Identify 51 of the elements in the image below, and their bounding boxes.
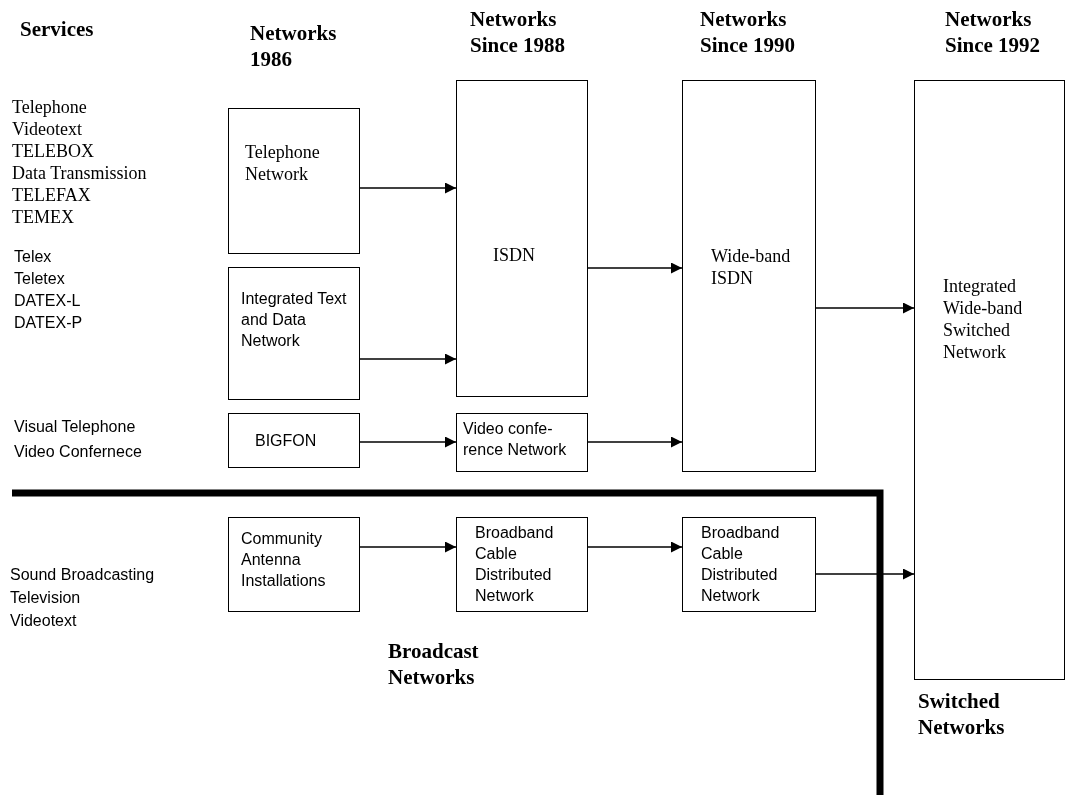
box-label: Telephone Network: [245, 141, 321, 185]
heading: Networks Since 1992: [945, 6, 1042, 58]
box-label: ISDN: [493, 244, 536, 266]
service-name: Teletex: [14, 269, 65, 289]
heading: Networks Since 1988: [470, 6, 567, 58]
arrow: [359, 353, 457, 365]
service-name: Data Transmission: [12, 162, 147, 184]
service-name: Video Confernece: [14, 442, 142, 462]
heading: Networks Since 1990: [700, 6, 797, 58]
arrow: [815, 568, 915, 580]
service-name: Videotext: [12, 118, 82, 140]
heading: Broadcast Networks: [388, 638, 480, 690]
service-name: Television: [10, 588, 81, 608]
box-label: Wide-band ISDN: [711, 245, 792, 289]
arrow: [587, 541, 683, 553]
service-name: Visual Telephone: [14, 417, 136, 437]
box-label: Community Antenna Installations: [241, 529, 327, 591]
network-box: [682, 517, 816, 612]
network-box: [228, 267, 360, 400]
box-label: Broadband Cable Distributed Network: [475, 523, 555, 606]
arrow: [815, 302, 915, 314]
arrow: [587, 262, 683, 274]
box-label: Integrated Text and Data Network: [241, 289, 348, 351]
network-box: [228, 413, 360, 468]
service-name: TELEBOX: [12, 140, 94, 162]
network-box: [228, 108, 360, 254]
service-name: TEMEX: [12, 206, 74, 228]
box-label: Video confe- rence Network: [463, 419, 568, 460]
arrow: [587, 436, 683, 448]
arrow: [359, 541, 457, 553]
arrow: [359, 182, 457, 194]
heading: Services: [20, 16, 95, 42]
box-label: Broadband Cable Distributed Network: [701, 523, 781, 606]
arrow: [359, 436, 457, 448]
network-box: [456, 80, 588, 397]
service-name: TELEFAX: [12, 184, 91, 206]
network-box: [456, 413, 588, 472]
network-box: [228, 517, 360, 612]
network-box: [914, 80, 1065, 680]
service-name: Sound Broadcasting: [10, 565, 155, 585]
service-name: DATEX-P: [14, 313, 83, 333]
heading: Networks 1986: [250, 20, 338, 72]
heading: Switched Networks: [918, 688, 1006, 740]
service-name: Telephone: [12, 96, 87, 118]
box-label: BIGFON: [255, 431, 318, 451]
service-name: Telex: [14, 247, 52, 267]
service-name: DATEX-L: [14, 291, 81, 311]
service-name: Videotext: [10, 611, 77, 631]
network-box: [682, 80, 816, 472]
box-label: Integrated Wide-band Switched Network: [943, 275, 1024, 363]
network-box: [456, 517, 588, 612]
